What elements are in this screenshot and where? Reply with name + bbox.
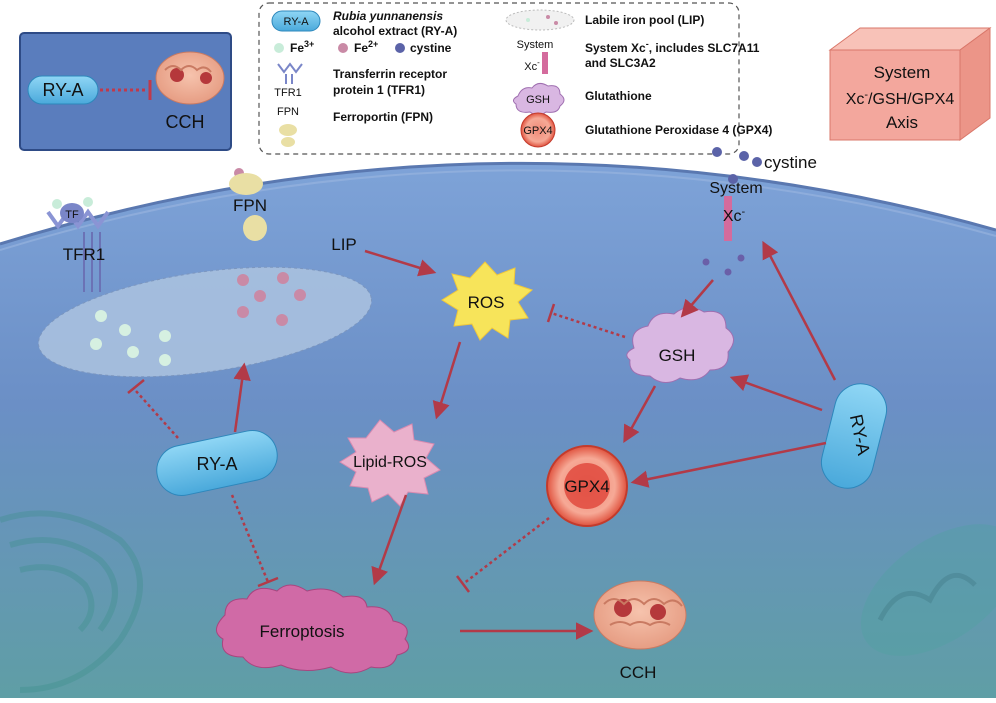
membrane-system-xc: cystine System Xc- [702, 147, 817, 276]
legend-sys-line2: and SLC3A2 [585, 56, 656, 70]
cystine-icon [395, 43, 405, 53]
legend-tfr1-line1: Transferrin receptor [333, 67, 447, 81]
lipid-ros-node: Lipid-ROS [339, 419, 441, 507]
legend-cystine: cystine [410, 41, 452, 55]
legend-ry-icon [271, 10, 321, 32]
corner-box: RY-A CCH [19, 32, 232, 151]
legend-sys-icon2: Xc- [524, 58, 540, 73]
arrow-ry-gsh [729, 374, 823, 412]
gsh-node: GSH [626, 307, 734, 383]
lip-label: LIP [331, 235, 357, 254]
legend-tfr1-line2: protein 1 (TFR1) [333, 83, 425, 97]
ros-label: ROS [468, 293, 505, 312]
legend-sys-icon1: System [517, 39, 554, 51]
gpx4-node: GPX4 [546, 445, 628, 527]
legend-lip-text: Labile iron pool (LIP) [585, 13, 704, 27]
tf-icon [60, 203, 84, 223]
system-xc-transporter [724, 196, 732, 241]
arrow-lipidros-ferroptosis [371, 494, 408, 586]
legend: RY-A Rubia yunnanensis alcohol extract (… [258, 2, 772, 155]
legend-fpn-icon-label: FPN [277, 106, 299, 118]
ferroptosis-label: Ferroptosis [259, 622, 344, 641]
axis-line3: Axis [886, 113, 918, 132]
ry-right-capsule: RY-A [820, 383, 888, 489]
arrow-system-gsh [680, 279, 714, 318]
cch-brain-node: CCH [593, 580, 687, 682]
arrow-ros-lipidros [432, 341, 462, 420]
arrow-gsh-gpx4 [623, 385, 657, 444]
legend-tfr1-icon-label: TFR1 [274, 87, 302, 99]
legend-ry-line1: Rubia yunnanensis [333, 9, 443, 23]
membrane-fpn: FPN [229, 168, 267, 241]
cell-membrane [0, 161, 996, 246]
legend-gsh-text: Glutathione [585, 89, 652, 103]
corner-cch-label: CCH [166, 112, 205, 132]
inhibit-ry-ferroptosis [230, 494, 270, 583]
lip-icon [505, 9, 575, 31]
axis-line2: Xc-/GSH/GPX4 [846, 89, 955, 108]
cystine-label: cystine [764, 153, 817, 172]
arrow-ry-gpx4 [630, 441, 827, 488]
fe3-icon [274, 43, 284, 53]
tf-label: TF [65, 209, 79, 221]
fpn-label: FPN [233, 196, 267, 215]
inhibit-ry-tfr1 [135, 390, 179, 439]
xc-label: Xc- [723, 206, 746, 225]
legend-gsh-icon-label: GSH [526, 94, 550, 106]
inhibit-gsh-ros [550, 311, 626, 339]
tfr1-label: TFR1 [63, 245, 106, 264]
legend-fpn-text: Ferroportin (FPN) [333, 110, 433, 124]
legend-sys-line1: System Xc-, includes SLC7A11 [585, 39, 760, 55]
ros-node: ROS [441, 261, 533, 341]
tfr1-icon [277, 62, 303, 84]
axis-box: System Xc-/GSH/GPX4 Axis [828, 27, 992, 141]
system-xc-icon [542, 52, 548, 74]
gsh-label: GSH [659, 346, 696, 365]
legend-gpx4-text: Glutathione Peroxidase 4 (GPX4) [585, 123, 772, 137]
legend-ry-icon-label: RY-A [283, 16, 309, 28]
legend-gpx4-icon [520, 112, 556, 148]
arrow-ry-system [762, 240, 837, 381]
lipid-ros-label: Lipid-ROS [353, 454, 427, 471]
legend-fe3: Fe3+ [290, 39, 314, 55]
axis-line1: System [874, 63, 931, 82]
ry-left-label: RY-A [196, 454, 237, 474]
er-organelle [0, 510, 143, 693]
mitochondria [860, 524, 996, 656]
inhibitions [127, 303, 626, 593]
membrane-tfr1: TF TFR1 [46, 197, 110, 292]
system-label: System [709, 180, 762, 197]
gpx4-label: GPX4 [564, 477, 609, 496]
fe2-icon [338, 43, 348, 53]
fpn-icon [279, 124, 297, 147]
legend-ry-line2: alcohol extract (RY-A) [333, 24, 457, 38]
brain-icon [155, 51, 225, 105]
arrow-ry-lip [233, 362, 251, 433]
legend-gsh-icon [512, 82, 565, 116]
legend-fe2: Fe2+ [354, 39, 378, 55]
arrow-lip-ros [364, 249, 437, 277]
corner-ry-label: RY-A [42, 80, 83, 100]
lip-pool [37, 266, 373, 378]
legend-gpx4-icon-label: GPX4 [523, 125, 552, 137]
arrows [233, 240, 837, 640]
corner-ry-capsule [27, 75, 99, 105]
ry-left-capsule: RY-A [156, 430, 278, 496]
cch-label: CCH [620, 663, 657, 682]
inhibit-gpx4-ferroptosis [462, 517, 550, 585]
ferroptosis-node: Ferroptosis [216, 584, 410, 674]
